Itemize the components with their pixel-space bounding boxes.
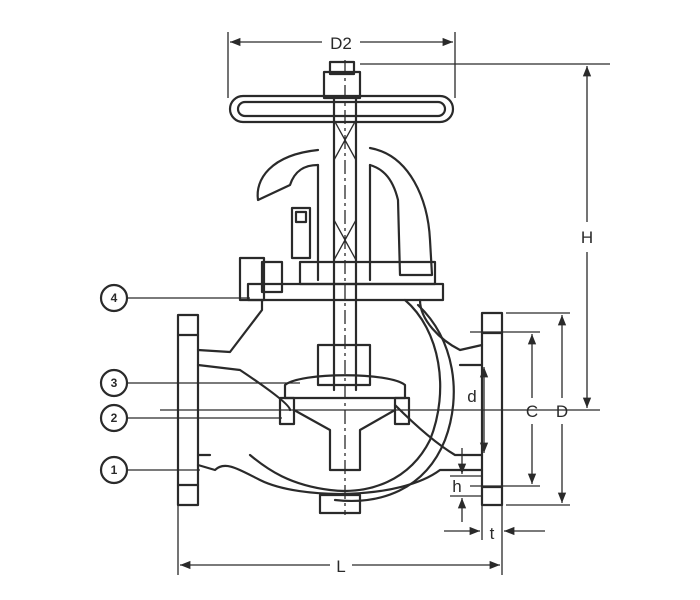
dimension-label: D <box>556 402 568 421</box>
dimension-d: d <box>467 367 489 453</box>
callout-1: 1 <box>99 455 200 485</box>
callout-2: 2 <box>99 403 282 433</box>
dimension-L: L <box>177 505 500 576</box>
dimension-label: h <box>452 477 461 496</box>
callout-number: 4 <box>111 291 118 305</box>
stem <box>332 60 358 515</box>
dimension-D: D <box>506 312 570 506</box>
dimension-label: C <box>526 402 538 421</box>
dimension-t: t <box>444 505 545 575</box>
dimension-label: H <box>581 228 593 247</box>
handwheel <box>228 60 455 124</box>
dimension-C: C <box>470 331 540 487</box>
callout-number: 1 <box>111 463 118 477</box>
valve-body <box>160 298 600 515</box>
dimension-D2: D2 <box>227 32 456 98</box>
dimension-label: L <box>336 557 345 576</box>
callout-number: 3 <box>111 376 118 390</box>
dimension-H: H <box>360 63 610 408</box>
callout-4: 4 <box>99 283 250 313</box>
callout-number: 2 <box>111 411 118 425</box>
yoke-bonnet <box>238 146 445 302</box>
dimension-label: d <box>467 387 476 406</box>
dimension-label: D2 <box>330 34 352 53</box>
dimension-label: t <box>490 524 495 543</box>
callout-3: 3 <box>99 368 300 398</box>
dimension-h: h <box>450 448 482 522</box>
